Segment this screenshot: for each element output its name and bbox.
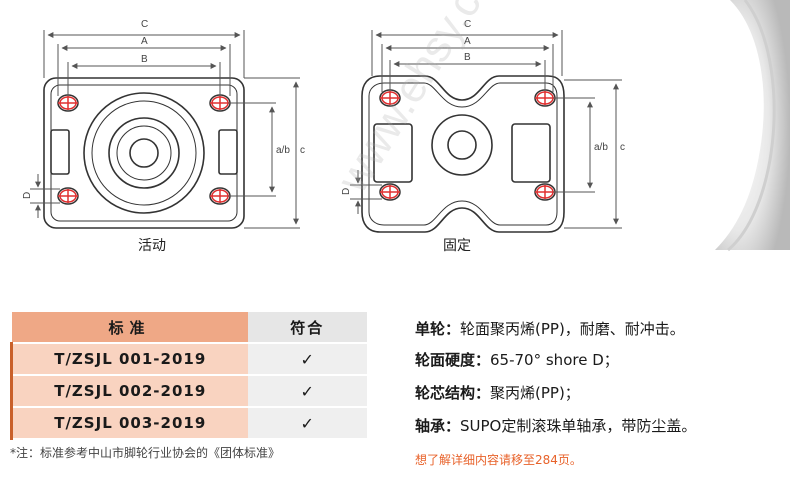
rigid-dimensions — [350, 30, 622, 229]
rigid-dim-c-side: c — [620, 142, 625, 153]
swivel-bolt-holes — [57, 94, 231, 205]
standard-cell: T/ZSJL 003-2019 — [10, 407, 248, 440]
standard-cell: T/ZSJL 001-2019 — [10, 343, 248, 376]
table-header-row: 标准 符合 — [11, 312, 367, 344]
swivel-dim-a: A — [141, 36, 148, 47]
table-row: T/ZSJL 002-2019 ✓ — [10, 375, 367, 408]
spec-wheel: 单轮：轮面聚丙烯(PP)，耐磨、耐冲击。 — [415, 318, 685, 339]
spec-bearing: 轴承：SUPO定制滚珠单轴承，带防尘盖。 — [415, 415, 696, 436]
spec-value: 聚丙烯(PP)； — [490, 384, 580, 402]
spec-hardness: 轮面硬度：65-70° shore D； — [415, 349, 619, 370]
spec-value: 65-70° shore D； — [490, 351, 619, 369]
swivel-dim-b: B — [141, 54, 148, 65]
swivel-dim-d: D — [22, 192, 33, 199]
spec-label: 轮芯结构： — [415, 384, 491, 402]
rigid-dim-d: D — [341, 188, 352, 195]
check-icon: ✓ — [247, 375, 367, 408]
swivel-dim-c: C — [141, 19, 148, 30]
wheel-photo-edge — [715, 0, 790, 252]
header-standard: 标准 — [11, 312, 248, 344]
swivel-caption: 活动 — [138, 238, 166, 254]
spec-value: 轮面聚丙烯(PP)，耐磨、耐冲击。 — [460, 320, 685, 338]
rigid-dim-b: B — [464, 52, 471, 63]
swivel-plate-drawing — [43, 77, 245, 229]
standards-table: 标准 符合 T/ZSJL 001-2019 ✓ T/ZSJL 002-2019 … — [10, 312, 367, 440]
swivel-dimensions — [30, 30, 300, 229]
spec-label: 轴承： — [415, 417, 461, 435]
spec-label: 轮面硬度： — [415, 351, 491, 369]
rigid-dim-a: A — [464, 36, 471, 47]
footnote: *注：标准参考中山市脚轮行业协会的《团体标准》 — [10, 446, 281, 460]
check-icon: ✓ — [247, 343, 367, 376]
spec-core: 轮芯结构：聚丙烯(PP)； — [415, 382, 580, 403]
page-reference-note: 想了解详细内容请移至284页。 — [415, 453, 582, 467]
spec-value: SUPO定制滚珠单轴承，带防尘盖。 — [460, 417, 697, 435]
header-compliant: 符合 — [247, 312, 367, 344]
rigid-caption: 固定 — [443, 238, 471, 254]
rigid-plate-drawing — [361, 75, 565, 233]
swivel-dim-c-side: c — [300, 145, 305, 156]
rigid-bolt-holes — [379, 89, 556, 201]
table-row: T/ZSJL 003-2019 ✓ — [10, 407, 367, 440]
spec-label: 单轮： — [415, 320, 461, 338]
rigid-dim-ab: a/b — [594, 142, 608, 153]
check-icon: ✓ — [247, 407, 367, 440]
swivel-dim-ab: a/b — [276, 145, 290, 156]
table-row: T/ZSJL 001-2019 ✓ — [10, 343, 367, 376]
standard-cell: T/ZSJL 002-2019 — [10, 375, 248, 408]
rigid-dim-c: C — [464, 19, 471, 30]
